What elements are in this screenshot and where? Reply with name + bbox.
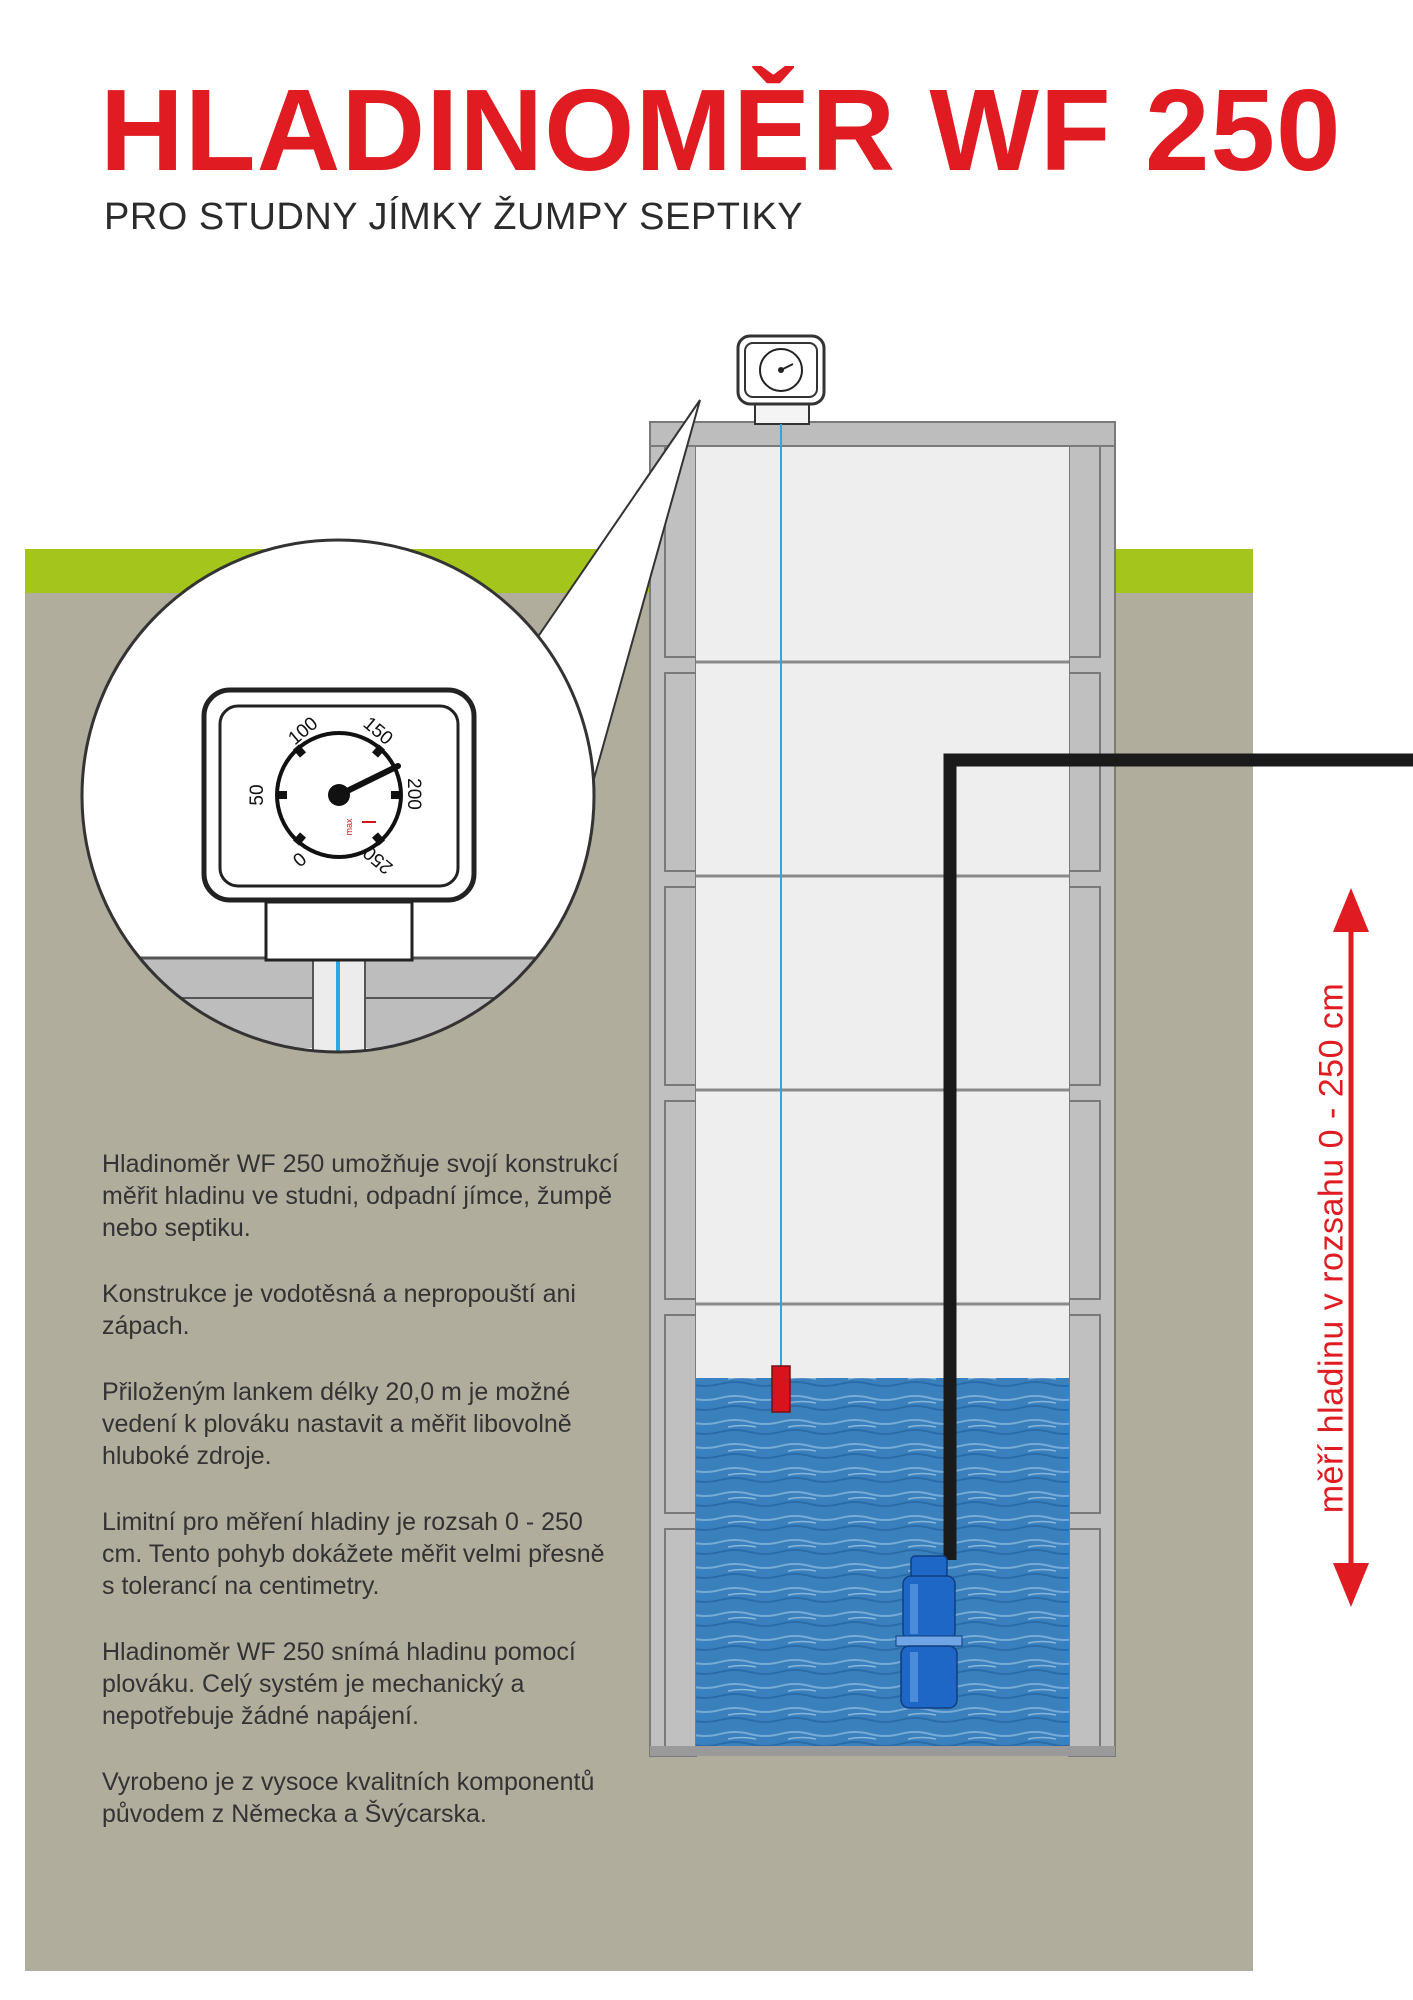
- page-title: HLADINOMĚR WF 250: [100, 65, 1342, 195]
- gauge-icon: [201, 687, 477, 903]
- pump-hose: [943, 753, 1413, 1560]
- well-lid: [649, 421, 1116, 447]
- gauge-label-50: 50: [247, 784, 268, 805]
- gauge-label-200: 200: [403, 778, 424, 810]
- description-paragraph: Konstrukce je vodotěsná a nepropouští an…: [102, 1280, 576, 1340]
- gauge-small: [736, 334, 826, 425]
- range-arrow-icon: [1333, 888, 1369, 1607]
- description: Hladinoměr WF 250 umožňuje svojí konstru…: [102, 1148, 622, 1864]
- water: [696, 1378, 1069, 1756]
- range-label: měří hladinu v rozsahu 0 - 250 cm: [1312, 982, 1351, 1514]
- description-paragraph: Hladinoměr WF 250 umožňuje svojí konstru…: [102, 1150, 619, 1242]
- well-bottom: [650, 1746, 1115, 1756]
- pump-icon: [895, 1555, 963, 1709]
- gauge-max-label: max: [344, 818, 354, 836]
- description-paragraph: Vyrobeno je z vysoce kvalitních komponen…: [102, 1768, 595, 1828]
- page-subtitle: PRO STUDNY JÍMKY ŽUMPY SEPTIKY: [104, 196, 804, 238]
- description-paragraph: Limitní pro měření hladiny je rozsah 0 -…: [102, 1508, 605, 1600]
- float-icon: [771, 1365, 791, 1413]
- description-paragraph: Přiloženým lankem délky 20,0 m je možné …: [102, 1378, 572, 1470]
- description-paragraph: Hladinoměr WF 250 snímá hladinu pomocí p…: [102, 1638, 576, 1730]
